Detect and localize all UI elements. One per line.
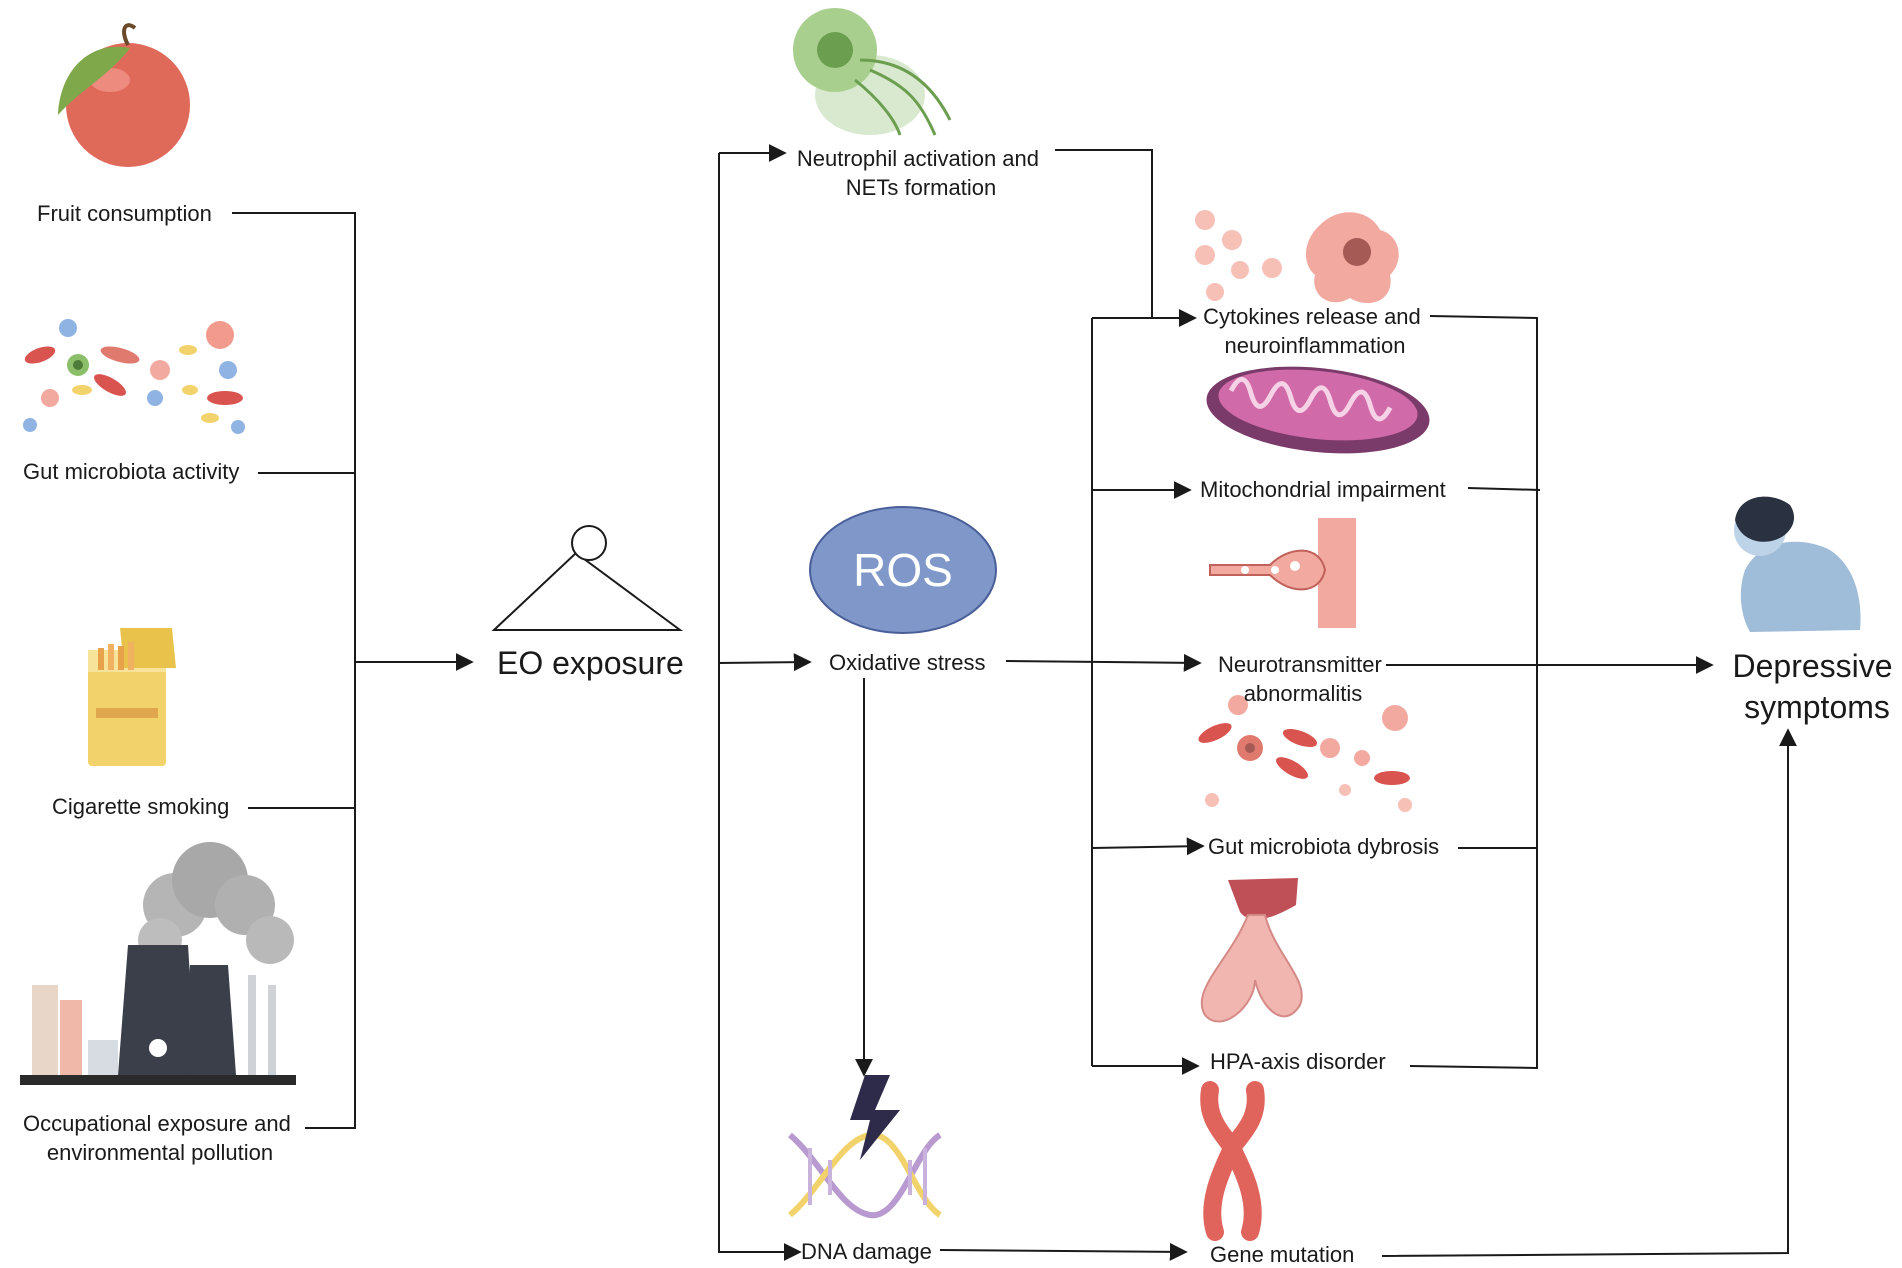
hpa-axis-disorder-label: HPA-axis disorder [1210,1049,1386,1074]
gut-microbiota-activity-label: Gut microbiota activity [23,459,239,484]
cytokines-release-label: Cytokines release and neuroinflammation [1203,304,1427,358]
occupational-exposure-line-1: Occupational exposure and [23,1111,291,1136]
connectors [232,144,1797,1261]
chromosome-icon [1200,1081,1265,1241]
ros-label: ROS [853,544,953,596]
cigarette-pack-icon [88,628,176,766]
synapse-icon [1209,518,1356,628]
dna-damage-label: DNA damage [801,1239,932,1264]
depressive-symptoms-line-1: Depressive [1733,648,1893,684]
depressive-symptoms-label: Depressive symptoms [1733,648,1902,725]
gene-mutation-label: Gene mutation [1210,1242,1354,1267]
hpa-gland-icon [1200,878,1303,1023]
neutrophil-line-1: Neutrophil activation and [797,146,1039,171]
microbes-icon [23,319,245,434]
cigarette-smoking-label: Cigarette smoking [52,794,229,819]
factory-icon [20,842,296,1085]
depressive-symptoms-line-2: symptoms [1744,689,1890,725]
ros-ellipse [809,506,997,634]
dna-damage-icon [788,1075,942,1219]
neutrophil-activation-label: Neutrophil activation and NETs formation [797,146,1045,200]
bacteria-icon [1198,695,1412,812]
gut-microbiota-dybrosis-label: Gut microbiota dybrosis [1208,834,1439,859]
neurotransmitter-label: Neurotransmitter abnormalitis [1218,652,1388,706]
occupational-exposure-line-2: environmental pollution [47,1140,273,1165]
neutrophil-icon [793,8,952,136]
cytokines-line-2: neuroinflammation [1225,333,1406,358]
neurotransmitter-line-2: abnormalitis [1244,681,1363,706]
cytokines-line-1: Cytokines release and [1203,304,1421,329]
depressed-person-icon [1734,496,1861,632]
eo-exposure-label: EO exposure [497,645,684,681]
occupational-exposure-label: Occupational exposure and environmental … [23,1111,297,1165]
cytokine-cell-icon [1195,210,1399,304]
oxidative-stress-label: Oxidative stress [829,650,986,675]
mitochondrion-icon [1206,366,1430,454]
eo-structure-icon [491,525,684,631]
mitochondrial-impairment-label: Mitochondrial impairment [1200,477,1446,502]
neurotransmitter-line-1: Neurotransmitter [1218,652,1382,677]
neutrophil-line-2: NETs formation [846,175,996,200]
fruit-consumption-label: Fruit consumption [37,201,212,226]
apple-icon [58,23,190,167]
